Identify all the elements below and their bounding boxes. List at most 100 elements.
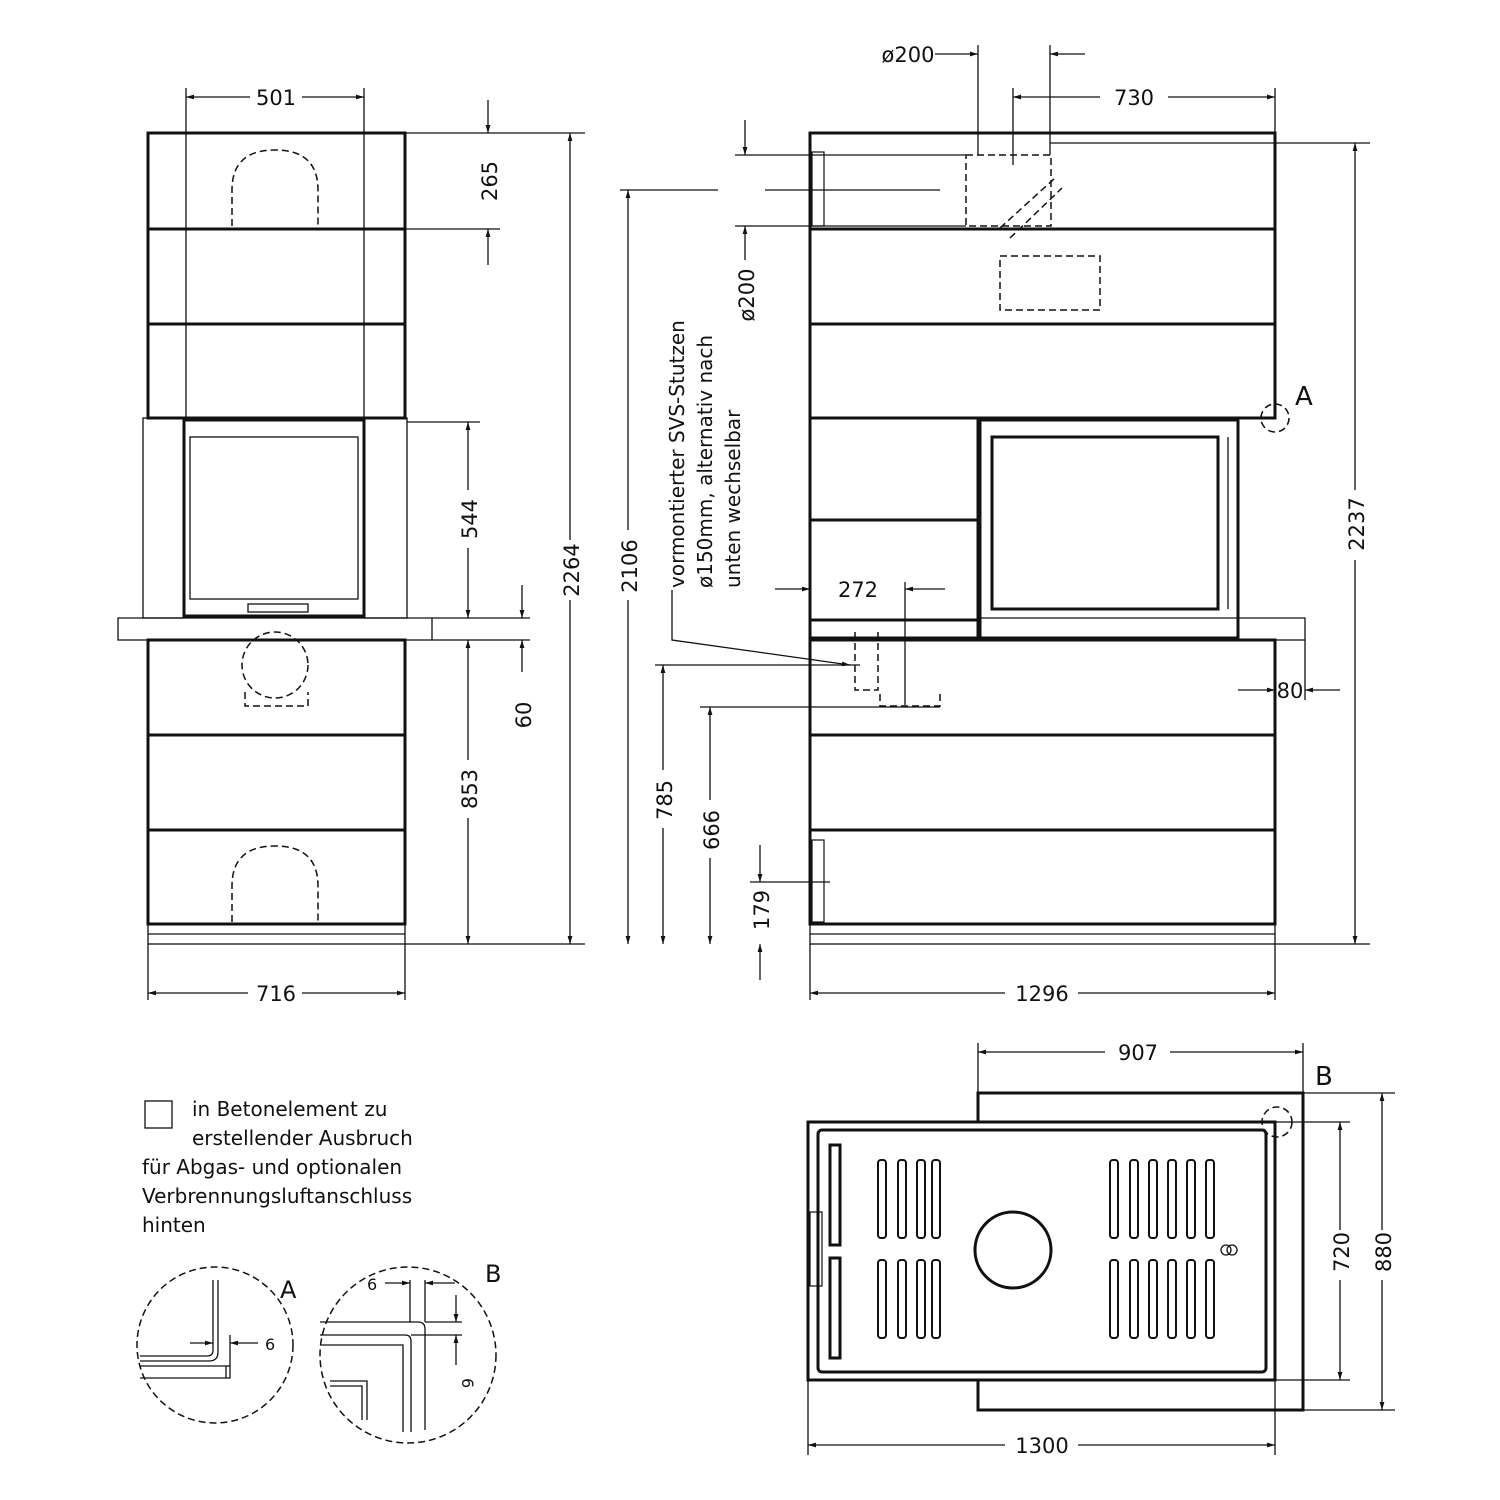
front-block-3 bbox=[146, 322, 407, 420]
legend-line-4: Verbrennungsluftanschluss bbox=[142, 1184, 412, 1208]
front-shelf bbox=[117, 617, 433, 641]
plan-outer-shelf bbox=[976, 1091, 1305, 1412]
vent-slot bbox=[931, 1159, 941, 1239]
svs-note: vormontierter SVS-Stutzen ø150mm, altern… bbox=[665, 320, 745, 588]
dim-853: 853 bbox=[458, 769, 482, 809]
legend-line-3: für Abgas- und optionalen bbox=[142, 1155, 402, 1179]
dim-2106: 2106 bbox=[618, 539, 642, 592]
vent-slot bbox=[877, 1159, 887, 1239]
side-firebox-glass bbox=[990, 435, 1220, 611]
vent-slot bbox=[1205, 1259, 1215, 1339]
side-top-block bbox=[808, 131, 1277, 231]
detail-b-dim-6-h: 6 bbox=[367, 1275, 377, 1294]
legend-line-5: hinten bbox=[142, 1213, 206, 1237]
side-top-cutout bbox=[811, 151, 825, 227]
plan-slot bbox=[828, 1256, 842, 1360]
vent-slot bbox=[916, 1259, 926, 1339]
svs-note-line-2: ø150mm, alternativ nach bbox=[693, 335, 717, 588]
svs-leader-line bbox=[671, 590, 851, 667]
vent-slot bbox=[931, 1259, 941, 1339]
plan-body bbox=[806, 1120, 1277, 1382]
front-firebox-glass bbox=[189, 436, 359, 600]
side-column-2 bbox=[808, 518, 980, 622]
plan-slot bbox=[828, 1143, 842, 1247]
dim-501: 501 bbox=[256, 86, 296, 110]
front-top-cutout bbox=[231, 149, 319, 226]
detail-a-dim-6: 6 bbox=[265, 1335, 275, 1354]
dim-880: 880 bbox=[1372, 1232, 1396, 1272]
vent-slot bbox=[1186, 1159, 1196, 1239]
vent-slot bbox=[1205, 1159, 1215, 1239]
detail-b-dim-6-v: 6 bbox=[458, 1378, 477, 1388]
vent-slot bbox=[877, 1259, 887, 1339]
front-left-pillar bbox=[142, 417, 185, 619]
dim-179: 179 bbox=[750, 890, 774, 930]
vent-slot bbox=[1167, 1159, 1177, 1239]
detail-a-label: A bbox=[280, 1276, 297, 1304]
dim-60: 60 bbox=[512, 702, 536, 729]
front-lower-block-1 bbox=[146, 638, 407, 737]
vent-slot bbox=[897, 1259, 907, 1339]
side-flue-elbow bbox=[999, 177, 1063, 239]
label-b: B bbox=[1315, 1062, 1333, 1092]
front-view bbox=[117, 131, 433, 945]
side-bottom-cutout bbox=[811, 839, 825, 923]
vent-slot bbox=[1148, 1159, 1158, 1239]
vent-slot bbox=[1148, 1259, 1158, 1339]
plan-vent-slots bbox=[877, 1159, 1215, 1339]
side-block-3 bbox=[808, 322, 1277, 420]
dim-907: 907 bbox=[1118, 1041, 1158, 1065]
front-air-inlet-circle bbox=[241, 631, 309, 699]
side-lower-block-2 bbox=[808, 733, 1277, 832]
dim-272: 272 bbox=[838, 578, 878, 602]
plan-flue-opening bbox=[973, 1210, 1053, 1290]
dim-2237: 2237 bbox=[1345, 497, 1369, 550]
dim-716: 716 bbox=[256, 982, 296, 1006]
dim-2264: 2264 bbox=[560, 543, 584, 596]
side-firebox bbox=[978, 418, 1240, 640]
front-dimensions: 501 265 544 853 60 2264 716 bbox=[147, 86, 585, 1006]
dim-730: 730 bbox=[1114, 86, 1154, 110]
detail-b-circle bbox=[319, 1266, 497, 1444]
dim-720: 720 bbox=[1330, 1232, 1354, 1272]
vent-slot bbox=[1129, 1259, 1139, 1339]
dim-1296: 1296 bbox=[1015, 982, 1068, 1006]
vent-slot bbox=[916, 1159, 926, 1239]
detail-a: 6 A bbox=[136, 1266, 297, 1424]
label-a: A bbox=[1295, 382, 1313, 412]
dim-o200-rear: ø200 bbox=[735, 269, 759, 322]
vent-slot bbox=[897, 1159, 907, 1239]
hatch-legend-icon bbox=[144, 1100, 173, 1129]
detail-b: 6 6 B bbox=[319, 1260, 501, 1444]
plan-handle bbox=[1220, 1244, 1232, 1256]
dim-785: 785 bbox=[653, 780, 677, 820]
vent-slot bbox=[1109, 1259, 1119, 1339]
side-view: A bbox=[808, 131, 1313, 945]
legend-line-1: in Betonelement zu bbox=[192, 1097, 387, 1121]
side-lower-block-1 bbox=[808, 638, 1277, 737]
side-flue-rear-dashed bbox=[999, 255, 1101, 311]
front-firebox bbox=[182, 418, 366, 618]
plan-top-plate bbox=[816, 1128, 1268, 1374]
dim-o200-top: ø200 bbox=[882, 43, 935, 67]
side-svs-spigot bbox=[854, 632, 941, 707]
plan-dimensions: 907 720 880 1300 bbox=[807, 1041, 1396, 1458]
svs-note-line-3: unten wechselbar bbox=[721, 409, 745, 588]
dim-265: 265 bbox=[478, 161, 502, 201]
legend: in Betonelement zu erstellender Ausbruch… bbox=[142, 1097, 413, 1237]
legend-line-2: erstellender Ausbruch bbox=[192, 1126, 413, 1150]
front-lower-block-2 bbox=[146, 733, 407, 832]
detail-a-circle bbox=[136, 1266, 294, 1424]
side-column-3 bbox=[808, 618, 980, 640]
front-bottom-cutout bbox=[231, 845, 319, 922]
side-lower-block-3 bbox=[808, 828, 1277, 926]
vent-slot bbox=[1109, 1159, 1119, 1239]
dim-1300: 1300 bbox=[1015, 1434, 1068, 1458]
vent-slot bbox=[1167, 1259, 1177, 1339]
dim-544: 544 bbox=[458, 499, 482, 539]
side-column-1 bbox=[808, 416, 980, 522]
vent-slot bbox=[1129, 1159, 1139, 1239]
svs-note-line-1: vormontierter SVS-Stutzen bbox=[665, 320, 689, 588]
dim-666: 666 bbox=[700, 810, 724, 850]
